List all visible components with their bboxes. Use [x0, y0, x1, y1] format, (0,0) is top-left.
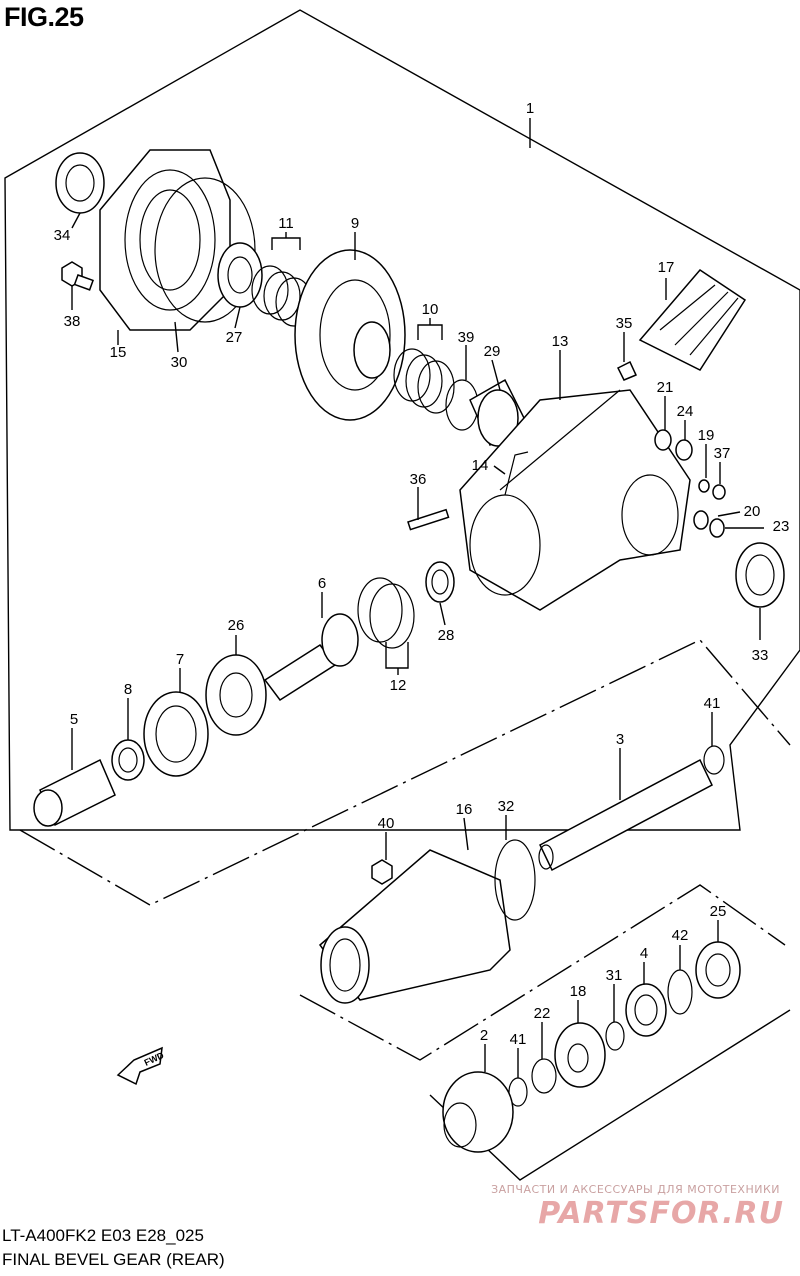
sleeve-5: [33, 758, 116, 827]
diagram-caption: FINAL BEVEL GEAR (REAR): [2, 1250, 225, 1269]
cap-2: [442, 1071, 514, 1153]
bolt-38: [61, 261, 94, 291]
part-label: 1: [526, 100, 534, 117]
part-label: 19: [698, 427, 715, 444]
part-label: 29: [484, 343, 501, 360]
ring-31: [605, 1021, 625, 1051]
part-label: 4: [640, 945, 648, 962]
part-label: 3: [616, 731, 624, 748]
lower-group-outline: [19, 639, 791, 906]
watermark-tagline: ЗАПЧАСТИ И АКСЕССУАРЫ ДЛЯ МОТОТЕХНИКИ: [491, 1183, 780, 1196]
shims-10: [393, 348, 455, 414]
part-label: 41: [704, 695, 721, 712]
part-label: 8: [124, 681, 132, 698]
part-label: 35: [616, 315, 633, 332]
part-label: 40: [378, 815, 395, 832]
oil-seal-34: [55, 152, 105, 214]
housing-16: [318, 849, 511, 1004]
part-label: 14: [472, 457, 489, 474]
pinion-gear-6: [263, 613, 359, 702]
part-label: 30: [171, 354, 188, 371]
bearing-26: [205, 654, 267, 736]
part-label: 38: [64, 313, 81, 330]
shaft-3: [538, 758, 713, 872]
part-label: 36: [410, 471, 427, 488]
part-label: 10: [422, 301, 439, 318]
part-label: 34: [54, 227, 71, 244]
shaft-group-outline: [299, 884, 786, 1061]
part-label: 39: [458, 329, 475, 346]
o-ring-32: [494, 839, 536, 921]
shims-12: [357, 577, 415, 649]
part-label: 15: [110, 344, 127, 361]
part-label: 7: [176, 651, 184, 668]
forward-arrow-icon: FWD: [116, 1046, 166, 1086]
part-label: 6: [318, 575, 326, 592]
part-label: 18: [570, 983, 587, 1000]
washer-22: [531, 1058, 557, 1094]
part-label: 27: [226, 329, 243, 346]
circlip-42: [667, 969, 693, 1015]
part-label: 21: [657, 379, 674, 396]
part-label: 23: [773, 518, 790, 535]
part-label: 9: [351, 215, 359, 232]
oil-seal-33: [735, 542, 785, 608]
washer-21: [654, 429, 672, 451]
clamp-35: [616, 360, 638, 381]
gear-case-13: [459, 389, 691, 611]
o-ring-30: [154, 177, 256, 323]
collar-18: [554, 1022, 606, 1088]
bearing-7: [143, 691, 209, 777]
assembly-outline: [4, 9, 800, 831]
boot-17: [638, 269, 747, 371]
plug-24: [675, 439, 693, 461]
washer-20: [693, 510, 709, 530]
part-label: 11: [278, 215, 294, 232]
part-label: 17: [658, 259, 675, 276]
stud-36: [407, 508, 450, 531]
part-label: 31: [606, 967, 623, 984]
part-number-labels: 1 2 3 4 5 6 7 8 9 10 11 12 13 14 15 16 1…: [54, 100, 790, 1048]
nut-40: [371, 859, 393, 885]
part-label: 25: [710, 903, 727, 920]
bearing-25: [695, 941, 741, 999]
part-label: 37: [714, 445, 731, 462]
circlip-41: [703, 745, 725, 775]
breather-14: [504, 451, 529, 496]
part-label: 42: [672, 927, 689, 944]
part-label: 16: [456, 801, 473, 818]
part-label: 2: [480, 1027, 488, 1044]
model-code: LT-A400FK2 E03 E28_025: [2, 1226, 204, 1245]
part-label: 13: [552, 333, 569, 350]
bolt-37: [712, 484, 726, 500]
part-label: 22: [534, 1005, 551, 1022]
bearing-27: [217, 242, 263, 308]
part-label: 5: [70, 711, 78, 728]
part-label: 20: [744, 503, 761, 520]
seal-4: [625, 983, 667, 1037]
part-label: 32: [498, 798, 515, 815]
needle-bearing-28: [425, 561, 455, 603]
part-label: 41: [510, 1031, 527, 1048]
part-label: 12: [390, 677, 407, 694]
ring-gear-9: [294, 249, 406, 421]
figure-title: FIG.25: [4, 2, 84, 32]
bearing-29: [469, 378, 526, 447]
leader-lines: [71, 118, 764, 1078]
part-label: 26: [228, 617, 245, 634]
plug-23: [709, 518, 725, 538]
washer-19: [698, 479, 710, 493]
spacer-8: [111, 739, 145, 781]
part-label: 28: [438, 627, 455, 644]
part-label: 24: [677, 403, 694, 420]
watermark-brand: PARTSFOR.RU: [538, 1196, 784, 1231]
part-label: 33: [752, 647, 769, 664]
housing-cover-15: [99, 149, 231, 331]
